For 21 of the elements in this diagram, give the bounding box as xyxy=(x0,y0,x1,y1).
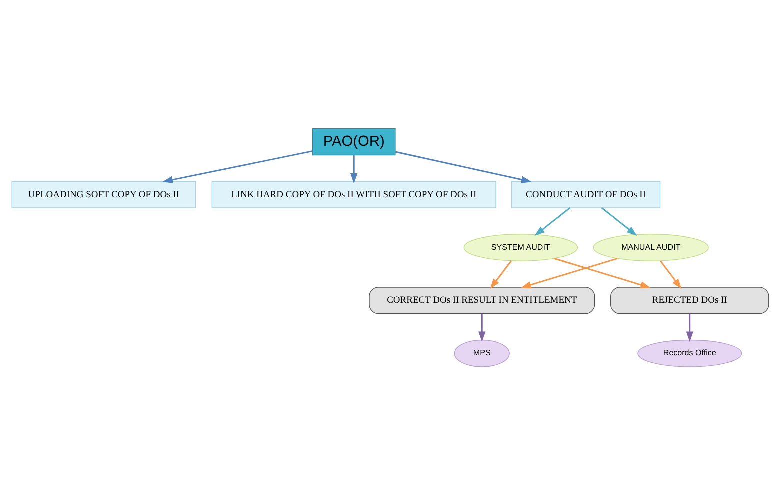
arrow xyxy=(162,150,313,184)
arrow xyxy=(395,151,532,184)
arrow xyxy=(686,314,694,342)
arrow xyxy=(521,258,618,289)
node-box: CORRECT DOs II RESULT IN ENTITLEMENT xyxy=(369,287,596,314)
node-ellipse: MPS xyxy=(454,340,510,368)
arrow xyxy=(534,207,571,236)
arrow xyxy=(350,155,358,184)
node-ellipse: SYSTEM AUDIT xyxy=(464,234,578,262)
node-box: UPLOADING SOFT COPY OF DOs II xyxy=(12,181,196,208)
arrow xyxy=(660,260,682,290)
node-ellipse: Records Office xyxy=(638,340,742,368)
arrow xyxy=(601,207,638,236)
node-box: LINK HARD COPY OF DOs II WITH SOFT COPY OF DOs II xyxy=(212,181,496,208)
node-ellipse: MANUAL AUDIT xyxy=(593,234,709,262)
node-box: REJECTED DOs II xyxy=(610,287,770,314)
arrow xyxy=(490,260,512,290)
arrow xyxy=(478,314,486,342)
node-box: CONDUCT AUDIT OF DOs II xyxy=(511,181,661,208)
arrow xyxy=(554,258,651,289)
node-box: PAO(OR) xyxy=(312,128,396,156)
